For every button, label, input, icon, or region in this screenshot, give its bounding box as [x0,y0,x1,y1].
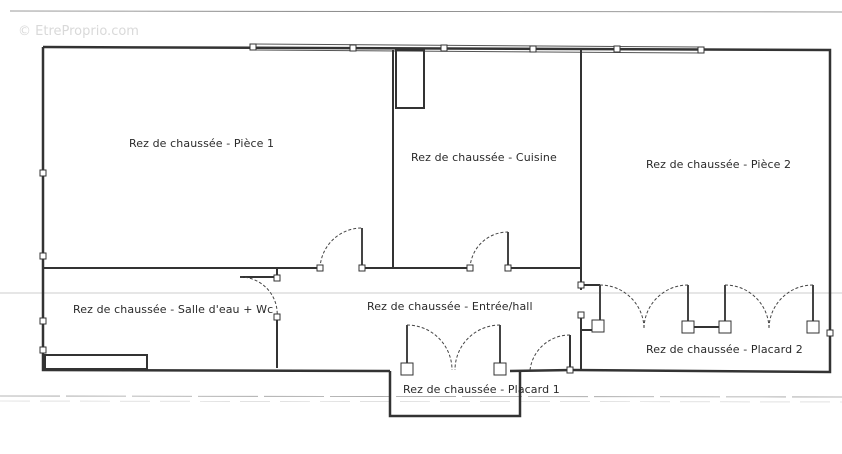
interior-walls [43,49,725,370]
room-label-placard-1: Rez de chaussée - Placard 1 [403,383,560,396]
scan-line-bottom-2 [0,400,842,403]
window-lines [252,43,701,54]
room-label-salle-eau: Rez de chaussée - Salle d'eau + Wc [73,303,274,316]
scan-line-bottom [0,395,842,398]
watermark: © EtreProprio.com [18,24,139,39]
room-label-piece-2: Rez de chaussée - Pièce 2 [646,158,792,171]
wall-markers [39,43,834,376]
placard-1-walls [388,371,522,418]
room-label-placard-2: Rez de chaussée - Placard 2 [646,343,803,356]
scan-line-top [9,10,842,13]
room-label-cuisine: Rez de chaussée - Cuisine [411,151,557,164]
exterior-walls [41,45,832,374]
room-label-piece-1: Rez de chaussée - Pièce 1 [129,137,275,150]
room-label-entree: Rez de chaussée - Entrée/hall [367,300,533,313]
